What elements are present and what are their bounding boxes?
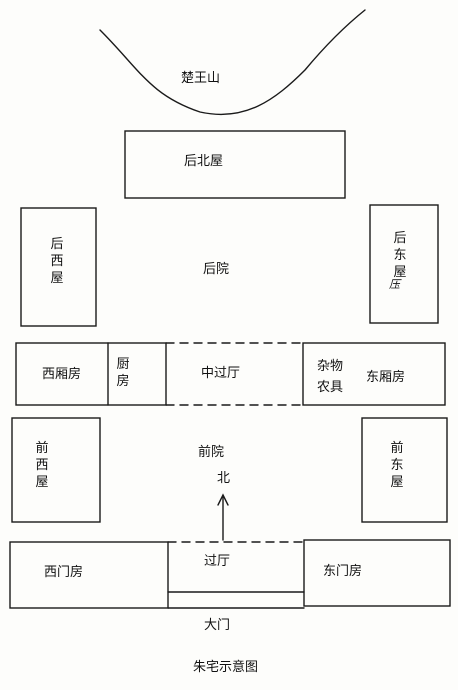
- east-gate-room: [303, 539, 451, 607]
- rear-east-room: [369, 204, 439, 324]
- diagram-title: 朱宅示意图: [193, 660, 259, 675]
- label-storage: 杂物: [317, 359, 344, 374]
- rear-north-room: [124, 130, 346, 199]
- label-main-gate: 大门: [204, 618, 231, 633]
- label-north: 北: [217, 471, 231, 486]
- label-front-west: 前西屋: [35, 441, 49, 490]
- label-passage-hall: 过厅: [204, 554, 231, 569]
- label-rear-yard: 后院: [203, 262, 230, 277]
- rear-west-room: [20, 207, 97, 327]
- label-rear-west: 后西屋: [50, 237, 64, 286]
- hill-outline: [99, 9, 366, 116]
- front-east-room: [361, 417, 448, 523]
- label-front-east: 前东屋: [390, 441, 404, 490]
- label-east-gate: 东门房: [323, 564, 363, 579]
- label-rear-east: 后东屋: [393, 231, 407, 280]
- label-rear-north: 后北屋: [184, 154, 224, 169]
- label-farm-tools: 农具: [317, 380, 344, 395]
- label-front-yard: 前院: [198, 445, 225, 460]
- front-west-room: [11, 417, 101, 523]
- label-kitchen: 厨房: [116, 357, 130, 389]
- label-west-gate: 西门房: [44, 565, 84, 580]
- label-middle-hall: 中过厅: [201, 366, 241, 381]
- label-hill: 楚王山: [181, 71, 221, 86]
- label-west-wing: 西厢房: [42, 367, 82, 382]
- north-arrow-head: [217, 493, 229, 506]
- label-rear-east-scribble: 压: [389, 278, 400, 291]
- east-wing-room: [302, 342, 446, 406]
- west-gate-room: [9, 541, 169, 609]
- label-east-wing: 东厢房: [366, 370, 406, 385]
- west-wing-room: [15, 342, 167, 406]
